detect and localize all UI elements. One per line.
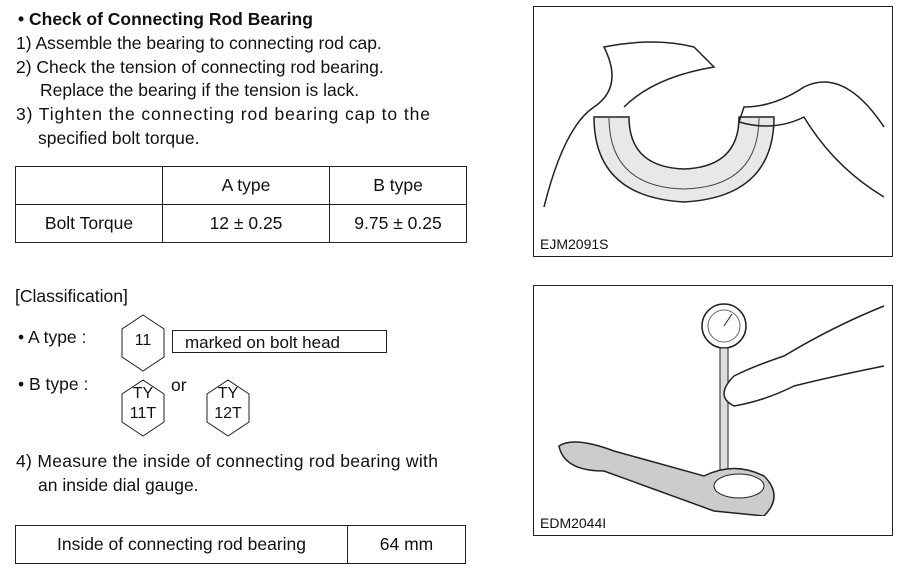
header-b-type: B type — [329, 166, 467, 205]
classification-title: [Classification] — [15, 286, 128, 306]
figure-2-caption: EDM2044I — [540, 515, 607, 531]
inside-label: Inside of connecting rod bearing — [15, 525, 348, 564]
dial-gauge-illustration — [558, 303, 885, 517]
step-1: 1) Assemble the bearing to connecting ro… — [16, 33, 382, 53]
or-text: or — [171, 375, 187, 395]
bearing-cap-illustration — [543, 41, 885, 208]
header-empty — [15, 166, 163, 205]
header-a-type: A type — [162, 166, 330, 205]
inside-value: 64 mm — [347, 525, 466, 564]
section-heading: • Check of Connecting Rod Bearing — [18, 9, 313, 29]
step-3: 3) Tighten the connecting rod bearing ca… — [16, 104, 431, 124]
step-2: 2) Check the tension of connecting rod b… — [16, 57, 384, 77]
step-3-cont: specified bolt torque. — [38, 128, 200, 148]
step-2-cont: Replace the bearing if the tension is la… — [40, 80, 360, 100]
step-4: 4) Measure the inside of connecting rod … — [16, 451, 439, 471]
row-label: Bolt Torque — [15, 204, 163, 243]
figure-dial-gauge: EDM2044I — [533, 285, 893, 536]
figure-bearing-tension: EJM2091S — [533, 6, 893, 257]
figure-1-caption: EJM2091S — [540, 236, 609, 252]
a-type-note: marked on bolt head — [172, 330, 387, 353]
a-type-torque: 12 ± 0.25 — [162, 204, 330, 243]
step-4-cont: an inside dial gauge. — [38, 475, 199, 495]
hex-bolt-a: 11 — [121, 314, 165, 372]
b-type-label: • B type : — [18, 374, 89, 394]
b-type-torque: 9.75 ± 0.25 — [329, 204, 467, 243]
a-type-label: • A type : — [18, 327, 87, 347]
